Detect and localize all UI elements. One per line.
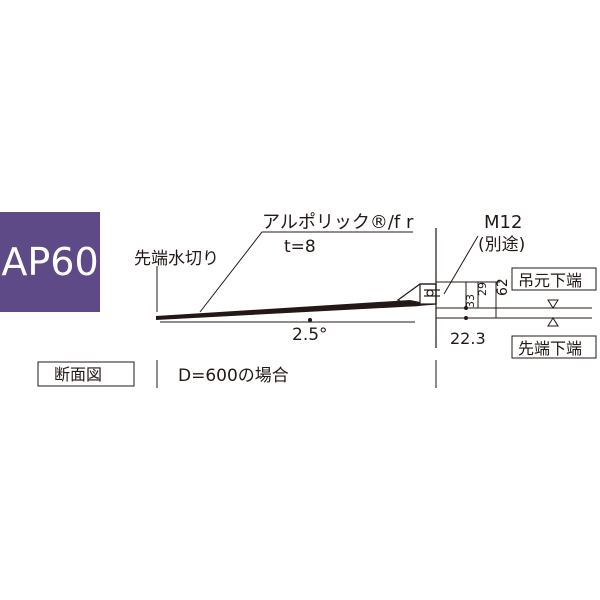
bolt-leader: [443, 235, 479, 295]
dim-33-label: 33: [464, 294, 477, 308]
hang-bottom-marker: [547, 299, 559, 309]
dim-22-3-label: 22.3: [450, 329, 486, 348]
tip-drip-label: 先端水切り: [134, 249, 219, 269]
model-badge-label: AP60: [1, 240, 99, 284]
bolt-note-label: (別途): [478, 235, 525, 255]
section-view-label: 断面図: [54, 365, 102, 384]
dim-dot-2: [464, 306, 468, 310]
slope-dot: [308, 318, 312, 322]
tip-bottom-marker: [547, 317, 559, 327]
canopy-panel: [156, 300, 420, 320]
section-view-box: [37, 361, 135, 387]
model-badge: AP60: [0, 212, 100, 312]
hang-bottom-box: [511, 267, 597, 291]
thickness-label: t=8: [284, 237, 316, 257]
hang-bottom-label: 吊元下端: [518, 271, 582, 290]
slope-label: 2.5°: [292, 325, 328, 345]
bolt-label: M12: [484, 212, 522, 233]
material-leader: [199, 231, 413, 313]
material-label: アルポリック®/f r: [262, 212, 414, 233]
tip-bottom-box: [511, 335, 597, 359]
dim-62-label: 62: [495, 278, 511, 296]
dim-dot-1: [464, 316, 468, 320]
tip-bottom-label: 先端下端: [518, 339, 582, 358]
dim-29-label: 29: [476, 282, 489, 296]
depth-label: D=600の場合: [178, 366, 289, 386]
